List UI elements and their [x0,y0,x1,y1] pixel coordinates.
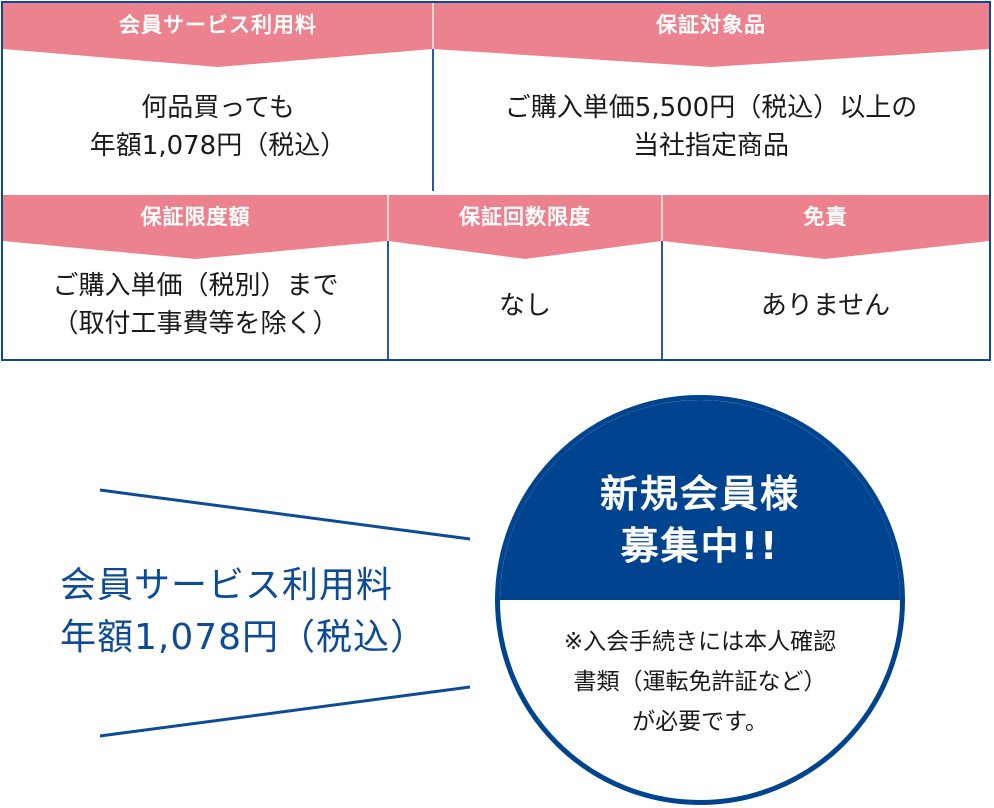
header-label-coverage-limit: 保証限度額 [140,205,251,229]
coverage-limit-value: ご購入単価（税別）まで （取付工事費等を除く） [3,267,388,343]
badge-title-line1: 新規会員様 [599,472,800,516]
new-member-badge: 新規会員様 募集中!! ※入会手続きには本人確認 書類（運転免許証など） が必要… [495,395,905,805]
column-divider [661,241,663,359]
cell-membership-fee: 会員サービス利用料 何品買っても 年額1,078円（税込） [3,3,433,191]
header-banner: 免責 [662,195,989,259]
membership-fee-value: 何品買っても 年額1,078円（税込） [3,89,433,165]
promo-line1: 会員サービス利用料 [60,565,394,606]
cell-deductible: 免責 ありません [662,195,989,359]
promo-fee-text: 会員サービス利用料 年額1,078円（税込） [60,560,427,664]
header-label-membership-fee: 会員サービス利用料 [119,13,317,37]
header-label-covered-items: 保証対象品 [656,13,766,37]
header-label-claim-count-limit: 保証回数限度 [459,205,591,229]
service-info-table: 会員サービス利用料 何品買っても 年額1,078円（税込） 保証対象品 ご購入単… [1,1,991,361]
header-banner: 保証対象品 [433,3,989,67]
covered-items-line2: 当社指定商品 [632,131,789,161]
badge-note: ※入会手続きには本人確認 書類（運転免許証など） が必要です。 [500,622,900,742]
covered-items-value: ご購入単価5,500円（税込）以上の 当社指定商品 [433,89,989,165]
covered-items-line1: ご購入単価5,500円（税込）以上の [504,93,918,123]
header-divider [432,3,434,49]
badge-top-fill [500,400,900,600]
badge-note-line2: 書類（運転免許証など） [573,669,827,695]
deductible-value: ありません [760,291,891,321]
column-divider [387,241,389,359]
header-label-deductible: 免責 [803,205,848,229]
coverage-limit-line2: （取付工事費等を除く） [52,309,339,339]
badge-note-line1: ※入会手続きには本人確認 [563,629,837,655]
coverage-limit-line1: ご購入単価（税別）まで [52,271,339,301]
claim-count-limit-value: なし [498,291,551,321]
membership-fee-line2: 年額1,078円（税込） [89,131,347,161]
badge-title: 新規会員様 募集中!! [500,468,900,572]
cell-claim-count-limit: 保証回数限度 なし [388,195,662,359]
header-divider [661,195,663,241]
badge-title-line2: 募集中!! [620,524,780,568]
header-banner: 会員サービス利用料 [3,3,433,67]
header-banner: 保証回数限度 [388,195,662,259]
column-divider [432,49,434,191]
promo-line2: 年額1,078円（税込） [60,617,428,658]
header-banner: 保証限度額 [3,195,388,259]
membership-fee-line1: 何品買っても [141,93,295,123]
header-divider [387,195,389,241]
cell-coverage-limit: 保証限度額 ご購入単価（税別）まで （取付工事費等を除く） [3,195,388,359]
badge-note-line3: が必要です。 [632,709,768,735]
cell-covered-items: 保証対象品 ご購入単価5,500円（税込）以上の 当社指定商品 [433,3,989,191]
